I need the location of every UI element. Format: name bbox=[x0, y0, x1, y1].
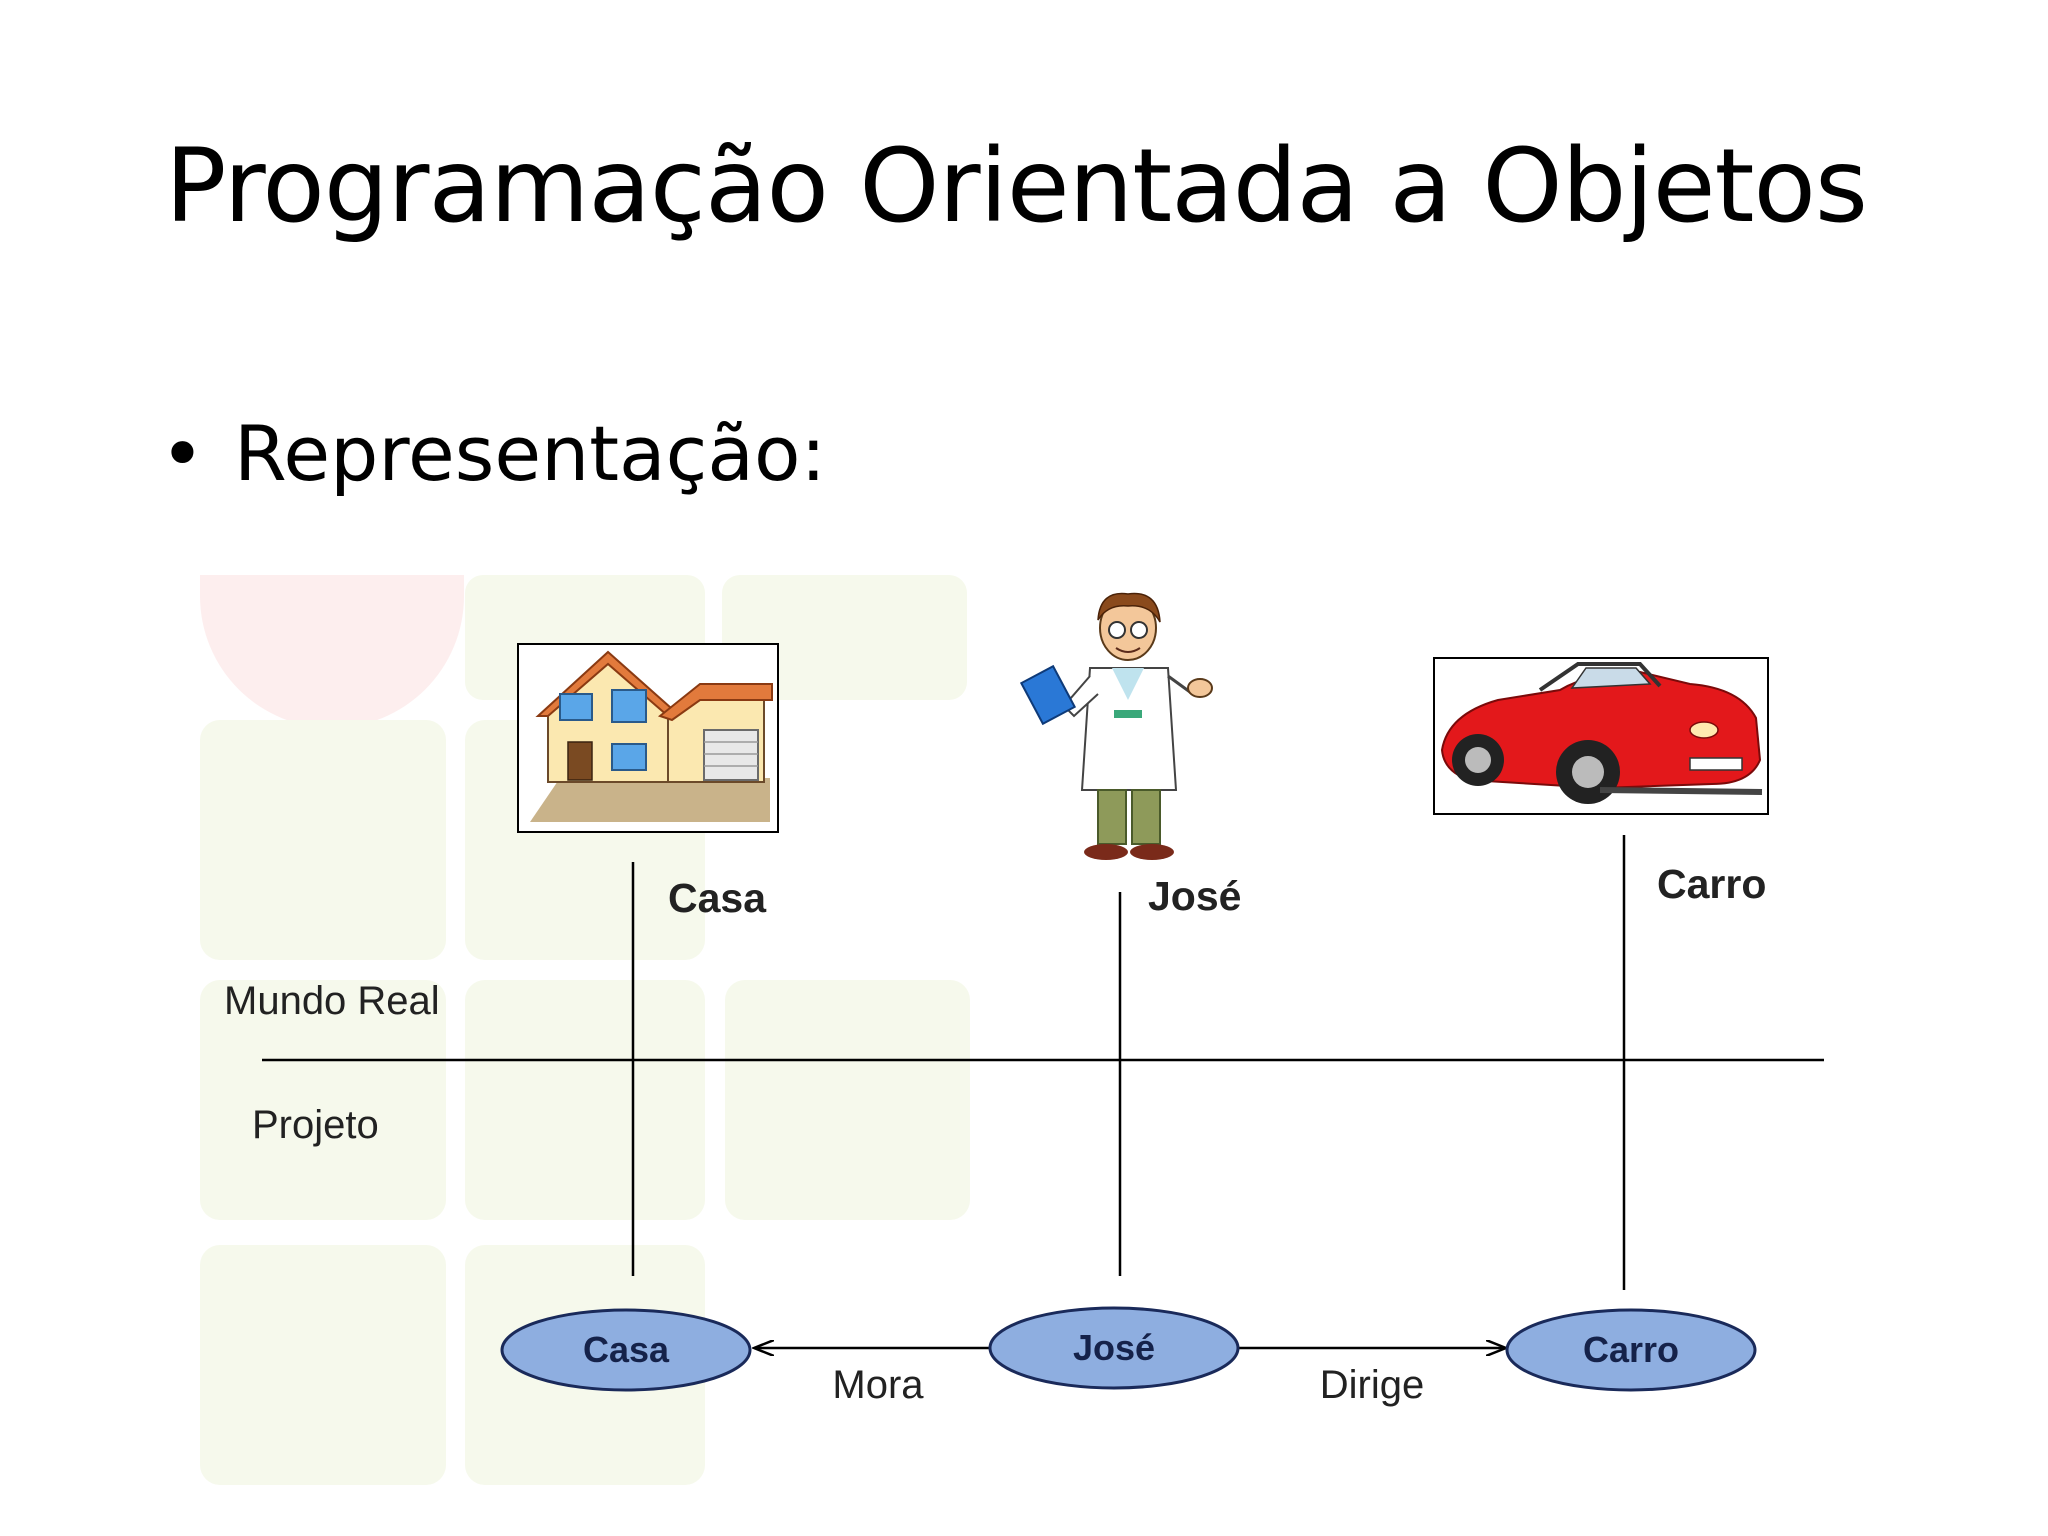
doctor-icon bbox=[1019, 592, 1213, 860]
relation-label-dirige: Dirige bbox=[1320, 1363, 1424, 1407]
house-icon bbox=[517, 643, 779, 833]
real-object-label-jose: José bbox=[1148, 873, 1241, 919]
bullet-marker: • bbox=[160, 409, 205, 498]
watermark-tile bbox=[200, 720, 446, 960]
watermark-circle bbox=[200, 575, 464, 728]
model-object-label: Casa bbox=[583, 1329, 670, 1370]
watermark-tile bbox=[200, 1245, 446, 1485]
watermark-tile bbox=[722, 575, 967, 700]
slide-title: Programação Orientada a Objetos bbox=[165, 127, 1868, 246]
model-object-label: Carro bbox=[1583, 1329, 1679, 1370]
car-icon bbox=[1433, 657, 1769, 815]
model-object-carro: Carro bbox=[1505, 1308, 1757, 1392]
model-object-label: José bbox=[1073, 1327, 1155, 1368]
watermark-circle-top bbox=[200, 575, 464, 590]
real-object-label-casa: Casa bbox=[668, 875, 767, 921]
bullet-item: • Representação: bbox=[160, 412, 826, 496]
watermark-tile bbox=[725, 980, 970, 1220]
design-label: Projeto bbox=[252, 1103, 379, 1147]
watermark-tile bbox=[200, 980, 446, 1220]
model-object-casa: Casa bbox=[500, 1308, 752, 1392]
model-object-jose: José bbox=[988, 1306, 1240, 1390]
real-world-label: Mundo Real bbox=[224, 979, 440, 1023]
bullet-text: Representação: bbox=[234, 409, 827, 498]
real-object-label-carro: Carro bbox=[1657, 861, 1766, 907]
watermark-tile bbox=[465, 980, 705, 1220]
relation-label-mora: Mora bbox=[832, 1363, 924, 1407]
